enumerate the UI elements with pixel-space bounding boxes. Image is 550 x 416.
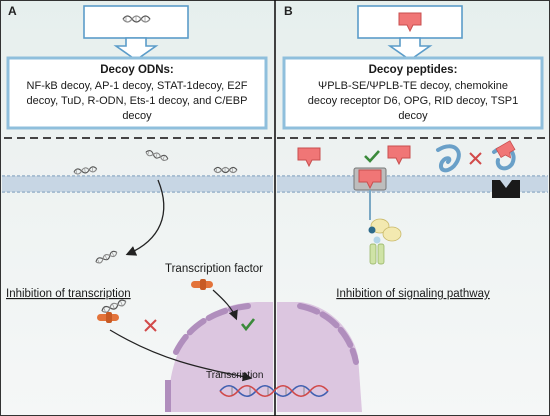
panel-b-box-line-3: decoy bbox=[398, 110, 428, 122]
panel-a-down-arrow-icon bbox=[113, 37, 159, 61]
activation-check-icon bbox=[240, 318, 256, 332]
panel-a-cell-membrane bbox=[2, 175, 273, 193]
panel-a-box-line-1: NF-kB decoy, AP-1 decoy, STAT-1decoy, E2… bbox=[27, 80, 248, 92]
panel-a-box-line-3: decoy bbox=[122, 110, 152, 122]
panel-b-box-line-1: ΨPLB-SE/ΨPLB-TE decoy, chemokine bbox=[318, 80, 508, 92]
panel-b-nucleus-fill bbox=[277, 302, 362, 412]
transcription-factor-label: Transcription factor bbox=[165, 263, 263, 275]
inhibition-of-transcription-label: Inhibition of transcription bbox=[6, 288, 131, 300]
transcription-factor-icon bbox=[191, 279, 213, 290]
inhibition-cross-icon bbox=[144, 319, 157, 332]
panel-a-box-line-2: decoy, TuD, R-ODN, Ets-1 decoy, and C/EB… bbox=[27, 95, 248, 107]
receptor-bound-peptide-icon bbox=[492, 140, 516, 171]
panel-a-letter: A bbox=[8, 4, 17, 18]
membrane-receptor-icon bbox=[492, 180, 520, 198]
bound-decoy-complex-icon bbox=[97, 298, 128, 323]
binding-check-icon bbox=[364, 150, 380, 163]
free-receptor-icon bbox=[436, 144, 461, 173]
genomic-dna-icon bbox=[219, 384, 329, 398]
panel-b-info-box: Decoy peptides: ΨPLB-SE/ΨPLB-TE decoy, c… bbox=[282, 56, 544, 130]
panel-a-box-title: Decoy ODNs: bbox=[100, 64, 174, 76]
panel-b-box-title: Decoy peptides: bbox=[369, 64, 458, 76]
panel-a-uptake-arrow bbox=[125, 179, 165, 256]
receptor-with-peptide-icon bbox=[353, 167, 387, 220]
tf-entry-arrow bbox=[212, 289, 238, 321]
panel-b-letter: B bbox=[284, 4, 293, 18]
panel-b-box-line-2: decoy receptor D6, OPG, RID decoy, TSP1 bbox=[308, 95, 519, 107]
panel-b-down-arrow-icon bbox=[387, 37, 433, 61]
panel-b-decoy-symbol-box bbox=[357, 5, 463, 39]
blocked-cross-icon bbox=[469, 152, 482, 165]
panel-a-decoy-symbol-box bbox=[83, 5, 189, 39]
inhibition-of-signaling-label: Inhibition of signaling pathway bbox=[336, 288, 490, 300]
signaling-complex-icon bbox=[368, 218, 402, 265]
transcription-arrow bbox=[109, 329, 253, 382]
panel-a-info-box: Decoy ODNs: NF-kB decoy, AP-1 decoy, STA… bbox=[6, 56, 268, 130]
transcription-label: Transcription bbox=[206, 370, 263, 381]
